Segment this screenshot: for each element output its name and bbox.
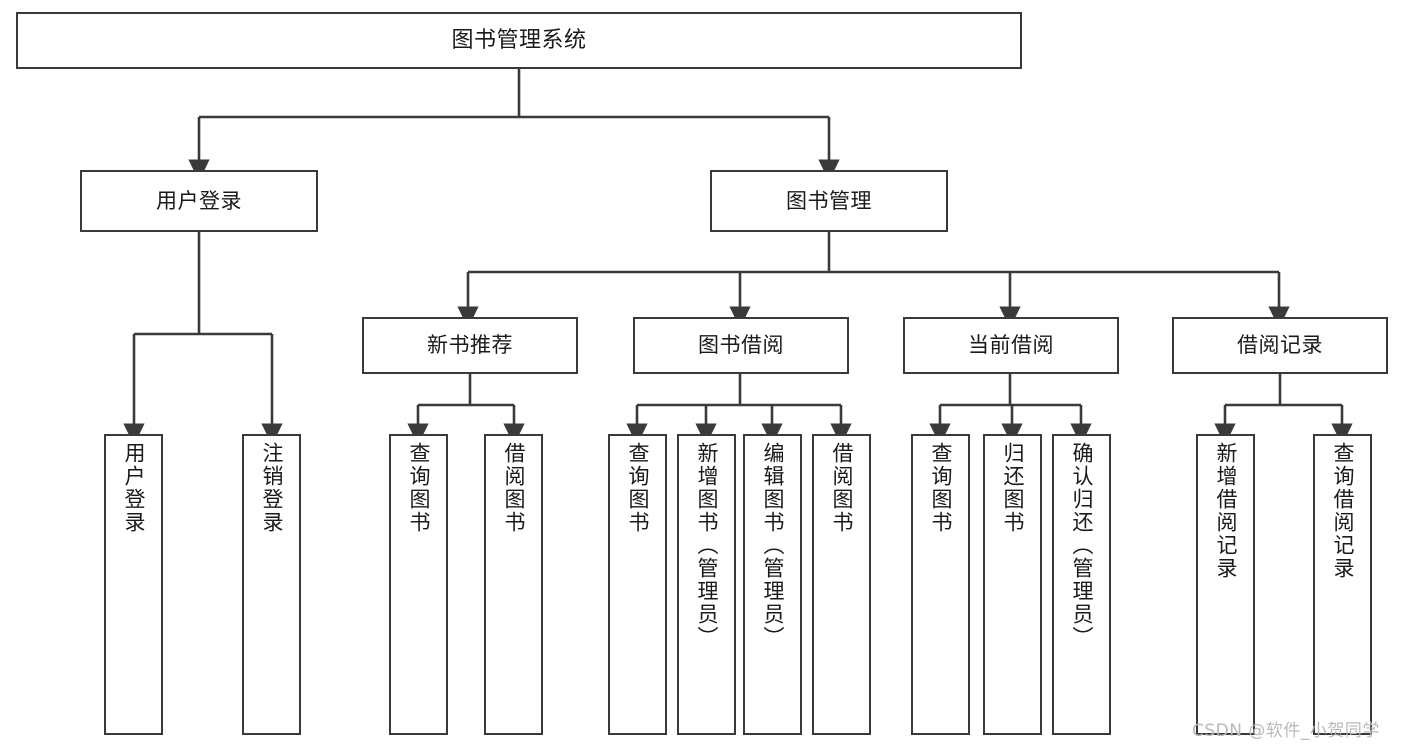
node-leaf-query-book-3-label: 查询图书 bbox=[929, 442, 953, 534]
node-book-manage[interactable]: 图书管理 bbox=[710, 170, 948, 232]
node-leaf-borrow-book-1-label: 借阅图书 bbox=[502, 442, 526, 534]
node-leaf-logout-login-label: 注销登录 bbox=[260, 442, 284, 534]
node-borrow-record[interactable]: 借阅记录 bbox=[1172, 317, 1388, 374]
node-new-book-recommend[interactable]: 新书推荐 bbox=[362, 317, 578, 374]
node-user-login-label: 用户登录 bbox=[156, 188, 242, 213]
node-leaf-query-book-1-label: 查询图书 bbox=[407, 442, 431, 534]
node-book-borrow[interactable]: 图书借阅 bbox=[633, 317, 849, 374]
node-leaf-borrow-book-2-label: 借阅图书 bbox=[830, 442, 854, 534]
node-leaf-edit-book[interactable]: 编辑图书（管理员） bbox=[743, 434, 802, 735]
node-borrow-record-label: 借阅记录 bbox=[1237, 333, 1323, 358]
node-user-login[interactable]: 用户登录 bbox=[80, 170, 318, 232]
node-leaf-edit-book-label: 编辑图书（管理员） bbox=[761, 442, 785, 649]
node-leaf-add-borrow-record[interactable]: 新增借阅记录 bbox=[1196, 434, 1255, 735]
node-leaf-confirm-return-label: 确认归还（管理员） bbox=[1070, 442, 1094, 649]
node-leaf-query-borrow-record-label: 查询借阅记录 bbox=[1331, 442, 1355, 580]
node-leaf-query-book-2[interactable]: 查询图书 bbox=[608, 434, 667, 735]
node-leaf-confirm-return[interactable]: 确认归还（管理员） bbox=[1052, 434, 1111, 735]
node-current-borrow-label: 当前借阅 bbox=[968, 333, 1054, 358]
node-leaf-user-login-label: 用户登录 bbox=[122, 442, 146, 534]
node-root-label: 图书管理系统 bbox=[451, 27, 587, 53]
node-leaf-logout-login[interactable]: 注销登录 bbox=[242, 434, 301, 735]
node-book-borrow-label: 图书借阅 bbox=[698, 333, 784, 358]
node-leaf-query-book-2-label: 查询图书 bbox=[626, 442, 650, 534]
csdn-watermark: CSDN @软件_小贺同学 bbox=[1192, 721, 1380, 741]
node-leaf-borrow-book-2[interactable]: 借阅图书 bbox=[812, 434, 871, 735]
node-leaf-query-borrow-record[interactable]: 查询借阅记录 bbox=[1313, 434, 1372, 735]
node-leaf-return-book-label: 归还图书 bbox=[1001, 442, 1025, 534]
node-leaf-return-book[interactable]: 归还图书 bbox=[983, 434, 1042, 735]
node-leaf-query-book-1[interactable]: 查询图书 bbox=[389, 434, 448, 735]
node-leaf-add-borrow-record-label: 新增借阅记录 bbox=[1214, 442, 1238, 580]
node-leaf-add-book-label: 新增图书（管理员） bbox=[695, 442, 719, 649]
node-leaf-add-book[interactable]: 新增图书（管理员） bbox=[677, 434, 736, 735]
node-leaf-borrow-book-1[interactable]: 借阅图书 bbox=[484, 434, 543, 735]
node-new-book-recommend-label: 新书推荐 bbox=[427, 333, 513, 358]
node-book-manage-label: 图书管理 bbox=[786, 188, 872, 213]
node-current-borrow[interactable]: 当前借阅 bbox=[903, 317, 1119, 374]
node-root[interactable]: 图书管理系统 bbox=[16, 12, 1022, 69]
node-leaf-query-book-3[interactable]: 查询图书 bbox=[911, 434, 970, 735]
node-leaf-user-login[interactable]: 用户登录 bbox=[104, 434, 163, 735]
